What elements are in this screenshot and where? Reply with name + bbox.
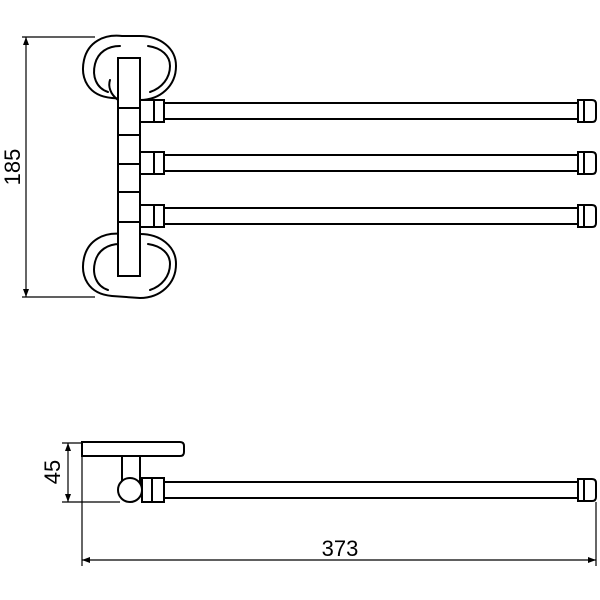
depth-dimension-label: 45 [40, 460, 65, 484]
depth-dimension: 45 [40, 442, 120, 503]
height-dimension-label: 185 [0, 149, 25, 186]
swing-arm-bottom [139, 204, 597, 228]
length-dimension-label: 373 [322, 536, 359, 561]
central-post [117, 57, 141, 277]
wall-plate [81, 441, 185, 485]
plan-view: 45 373 [40, 441, 597, 566]
upper-wall-mount [82, 34, 177, 101]
swing-arm-middle [139, 151, 597, 175]
front-view: 185 [0, 34, 597, 299]
length-dimension: 373 [81, 456, 597, 566]
height-dimension: 185 [0, 36, 95, 298]
hinge-knuckle [117, 477, 143, 503]
plan-arm [141, 477, 597, 503]
swing-arm-top [139, 99, 597, 123]
